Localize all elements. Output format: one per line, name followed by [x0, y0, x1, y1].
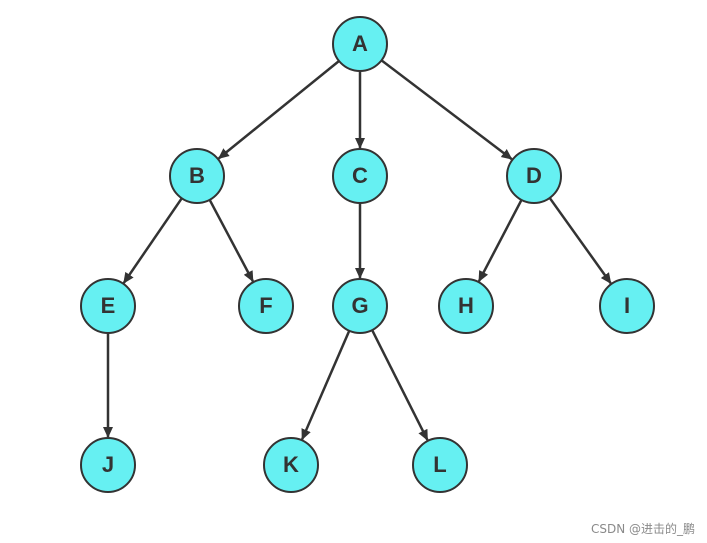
node-e: E	[80, 278, 136, 334]
edge-d-i	[548, 197, 612, 285]
node-circle	[238, 278, 294, 334]
node-label: I	[624, 293, 630, 318]
node-circle	[80, 278, 136, 334]
edge-g-k	[300, 330, 351, 441]
watermark-text: CSDN @进击的_鹏	[590, 522, 695, 536]
edge-g-l	[371, 329, 429, 441]
node-label: D	[526, 163, 542, 188]
node-g: G	[332, 278, 388, 334]
node-label: G	[351, 293, 368, 318]
node-a: A	[332, 16, 388, 72]
node-label: K	[283, 452, 299, 477]
node-j: J	[80, 437, 136, 493]
node-f: F	[238, 278, 294, 334]
node-circle	[332, 278, 388, 334]
edge-d-h	[477, 199, 523, 283]
node-label: J	[102, 452, 114, 477]
node-circle	[438, 278, 494, 334]
node-label: F	[259, 293, 272, 318]
node-circle	[169, 148, 225, 204]
node-circle	[506, 148, 562, 204]
node-label: A	[352, 31, 368, 56]
edge-a-d	[380, 59, 513, 161]
node-b: B	[169, 148, 225, 204]
node-label: B	[189, 163, 205, 188]
edge-a-b	[217, 60, 340, 160]
node-d: D	[506, 148, 562, 204]
node-circle	[599, 278, 655, 334]
node-l: L	[412, 437, 468, 493]
node-c: C	[332, 148, 388, 204]
node-circle	[263, 437, 319, 493]
node-circle	[80, 437, 136, 493]
nodes-layer: A B C D E F G H I J K L	[80, 16, 655, 493]
edge-b-e	[122, 197, 183, 284]
node-circle	[332, 16, 388, 72]
node-label: E	[101, 293, 116, 318]
node-h: H	[438, 278, 494, 334]
node-i: I	[599, 278, 655, 334]
node-label: H	[458, 293, 474, 318]
node-circle	[412, 437, 468, 493]
node-label: L	[433, 452, 446, 477]
node-label: C	[352, 163, 368, 188]
edge-b-f	[208, 199, 254, 283]
node-circle	[332, 148, 388, 204]
node-k: K	[263, 437, 319, 493]
edges-layer	[103, 59, 612, 441]
